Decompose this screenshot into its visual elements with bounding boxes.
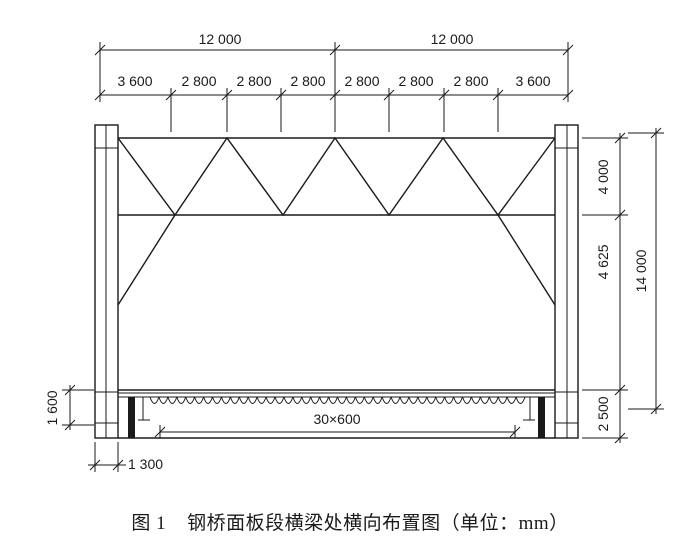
u-rib (408, 396, 419, 404)
u-rib (363, 396, 374, 404)
u-rib (488, 396, 499, 404)
top-overall-label-right: 12 000 (431, 31, 474, 47)
figure-caption: 图 1 钢桥面板段横梁处横向布置图（单位：mm） (0, 508, 700, 535)
top-overall-label-left: 12 000 (199, 31, 242, 47)
figure-title: 钢桥面板段横梁处横向布置图（单位：mm） (187, 513, 569, 534)
u-rib (292, 396, 303, 404)
u-rib (212, 396, 222, 404)
left-width-dimension (88, 442, 126, 472)
u-rib (220, 396, 231, 404)
u-rib (301, 396, 312, 404)
u-rib (497, 396, 508, 404)
u-rib (203, 396, 213, 404)
panel-label-4: 2 800 (290, 73, 325, 89)
panel-label-6: 2 800 (398, 73, 433, 89)
cross-truss (117, 136, 556, 306)
steel-deck-cross-beam (118, 389, 555, 439)
u-rib (274, 396, 285, 404)
right-column (554, 124, 579, 439)
u-rib (435, 396, 446, 404)
u-rib (506, 396, 517, 404)
u-rib (185, 396, 196, 404)
u-rib (310, 396, 321, 404)
u-rib (479, 396, 490, 404)
right-dim-label-middle: 4 625 (595, 244, 611, 279)
top-panel-dimension-line (94, 88, 574, 132)
u-rib (283, 396, 294, 404)
panel-label-1: 3 600 (117, 73, 152, 89)
u-rib (194, 396, 205, 404)
right-dim-label-upper: 4 000 (595, 159, 611, 194)
panel-label-7: 2 800 (453, 73, 488, 89)
panel-label-3: 2 800 (236, 73, 271, 89)
u-rib-row (149, 396, 526, 404)
u-rib (453, 396, 463, 404)
right-dim-label-total: 14 000 (633, 249, 649, 292)
u-rib (444, 396, 455, 404)
u-rib (372, 396, 383, 404)
u-rib (354, 396, 365, 404)
left-height-label: 1 600 (44, 390, 60, 425)
left-width-label: 1 300 (128, 456, 163, 472)
u-rib (265, 396, 276, 404)
u-rib (328, 396, 338, 404)
u-rib (426, 396, 437, 404)
u-rib (337, 396, 347, 404)
right-dim-label-lower: 2 500 (595, 396, 611, 431)
top-overall-dimension-line (94, 42, 574, 102)
u-rib (247, 396, 258, 404)
u-rib (399, 396, 410, 404)
rib-dimension-line (154, 425, 521, 438)
u-rib (238, 396, 249, 404)
u-rib (176, 396, 187, 404)
u-rib (381, 396, 392, 404)
panel-label-8: 3 600 (515, 73, 550, 89)
figure-number: 图 1 (131, 513, 167, 534)
u-rib (417, 396, 428, 404)
right-dimension-lines (582, 127, 664, 444)
u-rib (462, 396, 472, 404)
u-rib (470, 396, 481, 404)
u-rib (229, 396, 240, 404)
panel-label-5: 2 800 (344, 73, 379, 89)
panel-label-2: 2 800 (181, 73, 216, 89)
left-height-dimension (62, 384, 94, 431)
u-rib (149, 396, 160, 404)
u-rib (256, 396, 267, 404)
cross-section-drawing: 12 000 12 000 3 600 2 800 2 800 2 800 2 … (44, 31, 664, 472)
u-rib (319, 396, 330, 404)
u-rib (390, 396, 401, 404)
left-column (94, 124, 119, 439)
rib-dimension-label: 30×600 (313, 411, 360, 427)
u-rib (515, 396, 526, 404)
u-rib (167, 396, 178, 404)
u-rib (158, 396, 169, 404)
u-rib (345, 396, 356, 404)
